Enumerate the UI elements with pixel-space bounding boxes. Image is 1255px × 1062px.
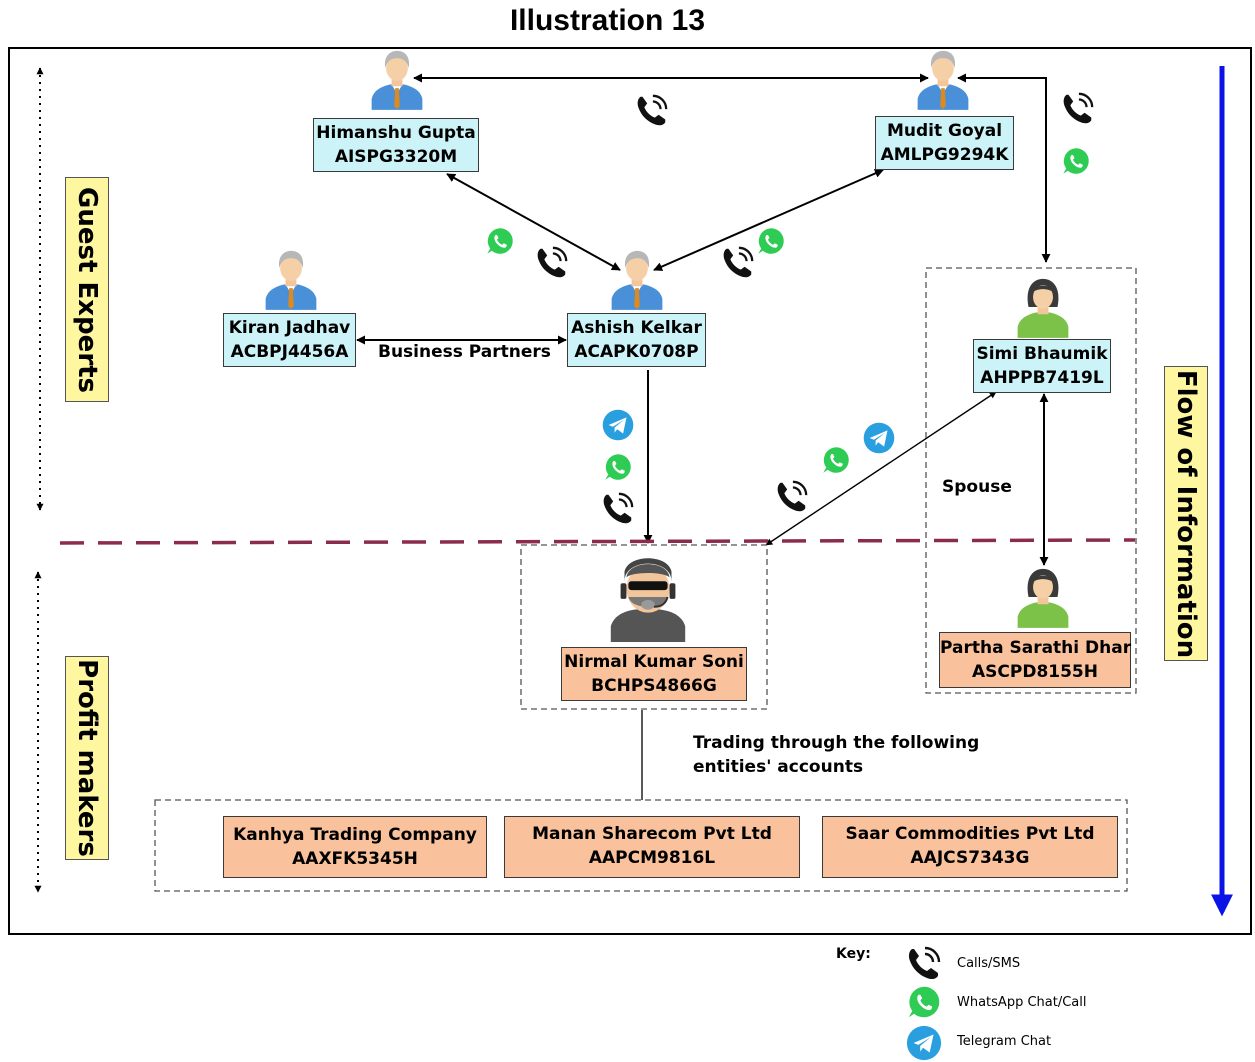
flow-of-information-label: Flow of Information	[1164, 366, 1208, 661]
phone-icon	[1062, 92, 1094, 125]
person-pan: AMLPG9294K	[880, 145, 1009, 165]
person-name: Ashish Kelkar	[571, 318, 702, 338]
person-name: Mudit Goyal	[886, 121, 1003, 141]
female-person-icon	[1017, 568, 1069, 628]
guest-experts-label: Guest Experts	[65, 177, 109, 402]
profit-makers-label: Profit makers	[65, 656, 109, 860]
person-name: Himanshu Gupta	[316, 123, 476, 143]
business-partners-label: Business Partners	[378, 342, 551, 362]
hacker-person-icon	[609, 557, 687, 642]
entity-pan: AAPCM9816L	[588, 848, 716, 868]
whatsapp-icon	[1063, 148, 1089, 174]
key-item-calls: Calls/SMS	[957, 956, 1021, 971]
phone-icon	[722, 246, 754, 279]
nirmal-group-box	[520, 544, 768, 710]
arrow-mudit-ashish	[653, 169, 884, 271]
female-person-icon	[1017, 278, 1069, 338]
whatsapp-icon	[758, 228, 784, 254]
person-name: Kiran Jadhav	[228, 318, 351, 338]
entity-box: Manan Sharecom Pvt Ltd AAPCM9816L	[504, 816, 800, 878]
entity-pan: AAXFK5345H	[292, 849, 418, 869]
person-nirmal-kumar-soni: Nirmal Kumar Soni BCHPS4866G	[561, 647, 747, 701]
person-name: Simi Bhaumik	[976, 344, 1108, 364]
entities-group-box	[154, 799, 1128, 892]
person-simi-bhaumik: Simi Bhaumik AHPPB7419L	[973, 339, 1111, 393]
phone-icon	[602, 492, 634, 525]
spouse-label: Spouse	[942, 477, 1012, 497]
phone-icon	[636, 94, 668, 127]
person-partha-sarathi-dhar: Partha Sarathi Dhar ASCPD8155H	[939, 632, 1131, 688]
male-person-icon	[917, 50, 969, 110]
entity-name: Kanhya Trading Company	[233, 825, 477, 845]
trading-note-line1: Trading through the following	[693, 733, 980, 753]
person-pan: ASCPD8155H	[972, 662, 1098, 682]
arrow-mudit-simi	[957, 73, 1051, 263]
person-pan: ACBPJ4456A	[230, 342, 349, 362]
telegram-icon	[602, 409, 634, 441]
person-kiran-jadhav: Kiran Jadhav ACBPJ4456A	[223, 313, 356, 367]
phone-icon	[907, 946, 941, 981]
person-pan: AHPPB7419L	[980, 368, 1104, 388]
diagram-title: Illustration 13	[509, 4, 706, 37]
trading-note-line2: entities' accounts	[693, 757, 864, 777]
person-himanshu-gupta: Himanshu Gupta AISPG3320M	[313, 118, 479, 172]
entity-box: Kanhya Trading Company AAXFK5345H	[223, 816, 487, 878]
person-pan: BCHPS4866G	[591, 676, 717, 696]
male-person-icon	[265, 250, 317, 310]
simi-partha-group-box	[925, 267, 1137, 694]
person-name: Partha Sarathi Dhar	[940, 638, 1132, 658]
male-person-icon	[371, 50, 423, 110]
diagram-frame	[8, 47, 1252, 935]
whatsapp-icon	[908, 986, 940, 1018]
guest-experts-text: Guest Experts	[72, 186, 102, 393]
key-item-telegram: Telegram Chat	[957, 1034, 1052, 1049]
guest-profit-divider	[59, 538, 1136, 545]
person-ashish-kelkar: Ashish Kelkar ACAPK0708P	[567, 313, 706, 367]
phone-icon	[776, 480, 808, 513]
flow-of-information-text: Flow of Information	[1171, 369, 1201, 658]
arrow-simi-nirmal	[765, 391, 997, 546]
person-name: Nirmal Kumar Soni	[564, 652, 744, 672]
key-label: Key:	[836, 946, 871, 962]
phone-icon	[536, 246, 568, 279]
entity-name: Saar Commodities Pvt Ltd	[845, 824, 1095, 844]
whatsapp-icon	[605, 454, 631, 480]
profit-makers-text: Profit makers	[72, 659, 102, 857]
male-person-icon	[611, 250, 663, 310]
person-pan: ACAPK0708P	[574, 342, 699, 362]
key-item-whatsapp: WhatsApp Chat/Call	[957, 995, 1087, 1010]
entity-box: Saar Commodities Pvt Ltd AAJCS7343G	[822, 816, 1118, 878]
person-mudit-goyal: Mudit Goyal AMLPG9294K	[875, 116, 1014, 170]
whatsapp-icon	[823, 447, 849, 473]
telegram-icon	[863, 422, 895, 454]
entity-pan: AAJCS7343G	[910, 848, 1030, 868]
entity-name: Manan Sharecom Pvt Ltd	[532, 824, 772, 844]
telegram-icon	[906, 1025, 942, 1061]
whatsapp-icon	[487, 228, 513, 254]
arrow-himanshu-ashish	[446, 173, 621, 271]
person-pan: AISPG3320M	[334, 147, 458, 167]
